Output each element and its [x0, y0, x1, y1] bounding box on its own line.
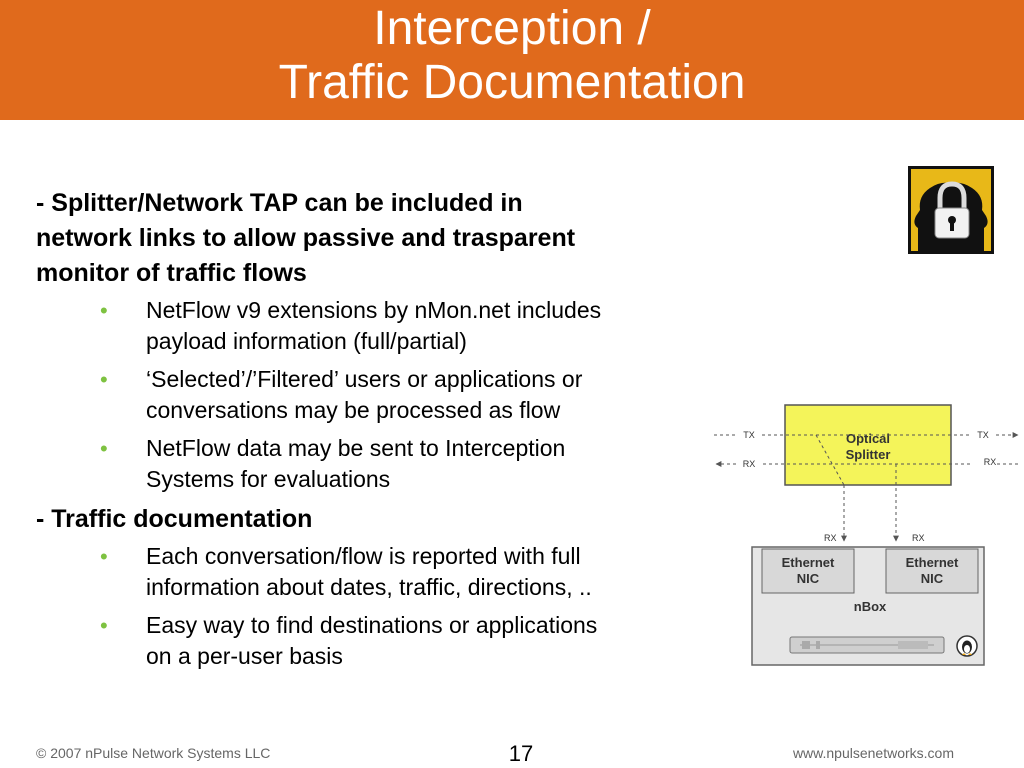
bullet-dot: • — [100, 436, 108, 461]
bullet-text: Easy way to find destinations or applica… — [146, 612, 598, 638]
bullet-item: • Easy way to find destinations or appli… — [36, 610, 726, 672]
bullet-item: • ‘Selected’/’Filtered’ users or applica… — [36, 364, 726, 426]
nic-label: Ethernet — [782, 555, 835, 570]
bullet-item: • NetFlow v9 extensions by nMon.net incl… — [36, 295, 726, 357]
bullet-text: ‘Selected’/’Filtered’ users or applicati… — [146, 366, 583, 392]
bullet-text: NetFlow v9 extensions by nMon.net includ… — [146, 297, 602, 323]
bullet-text: on a per-user basis — [146, 643, 343, 669]
ethernet-nic-box — [885, 548, 979, 594]
bullet-dot: • — [100, 613, 108, 638]
heading-line: network links to allow passive and trasp… — [36, 224, 576, 252]
bullet-dot: • — [100, 544, 108, 569]
page-number: 17 — [508, 741, 534, 766]
nic-label: Ethernet — [906, 555, 959, 570]
bullet-dot: • — [100, 298, 108, 323]
tx-label-left: TX — [743, 430, 755, 440]
rx-label-right: RX — [984, 457, 997, 467]
linux-penguin-icon — [956, 635, 978, 657]
section-heading-splitter: - Splitter/Network TAP can be included i… — [36, 186, 726, 291]
bullet-text: payload information (full/partial) — [146, 328, 467, 354]
bullet-dot: • — [100, 367, 108, 392]
slide-title-line-2: Traffic Documentation — [278, 56, 746, 109]
rx-tap-label: RX — [824, 533, 837, 543]
bullet-list-traffic: • Each conversation/flow is reported wit… — [36, 541, 726, 672]
bullet-text: conversations may be processed as flow — [146, 397, 561, 423]
network-diagram: Optical Splitter TX RX TX RX RX RX Ether… — [708, 395, 1024, 675]
slide-title-line-1: Interception / — [373, 2, 651, 55]
slide-title: Interception / Traffic Documentation — [0, 2, 1024, 110]
bullet-text: NetFlow data may be sent to Interception — [146, 435, 566, 461]
splitter-label: Splitter — [846, 447, 891, 462]
slide-body: - Splitter/Network TAP can be included i… — [36, 186, 726, 679]
ethernet-nic-box — [761, 548, 855, 594]
bullet-item: • NetFlow data may be sent to Intercepti… — [36, 433, 726, 495]
heading-line: - Splitter/Network TAP can be included i… — [36, 189, 523, 217]
nbox-label: nBox — [854, 599, 887, 614]
nic-label: NIC — [797, 571, 820, 586]
bullet-list-splitter: • NetFlow v9 extensions by nMon.net incl… — [36, 295, 726, 495]
section-heading-traffic: - Traffic documentation — [36, 502, 726, 537]
bullet-text: Systems for evaluations — [146, 466, 391, 492]
title-bar: Interception / Traffic Documentation — [0, 0, 1024, 120]
optical-splitter-box — [784, 404, 952, 486]
splitter-label: Optical — [846, 431, 890, 446]
heading-line: monitor of traffic flows — [36, 259, 307, 287]
nic-label: NIC — [921, 571, 944, 586]
head-padlock-icon — [908, 166, 994, 254]
bullet-text: Each conversation/flow is reported with … — [146, 543, 581, 569]
rx-tap-label: RX — [912, 533, 925, 543]
rx-label-left: RX — [743, 459, 756, 469]
tx-label-right: TX — [977, 430, 989, 440]
footer-copyright: © 2007 nPulse Network Systems LLC — [36, 745, 271, 761]
footer-website: www.npulsenetworks.com — [792, 745, 954, 761]
bullet-item: • Each conversation/flow is reported wit… — [36, 541, 726, 603]
heading-line: - Traffic documentation — [36, 505, 313, 533]
bullet-text: information about dates, traffic, direct… — [146, 574, 592, 600]
